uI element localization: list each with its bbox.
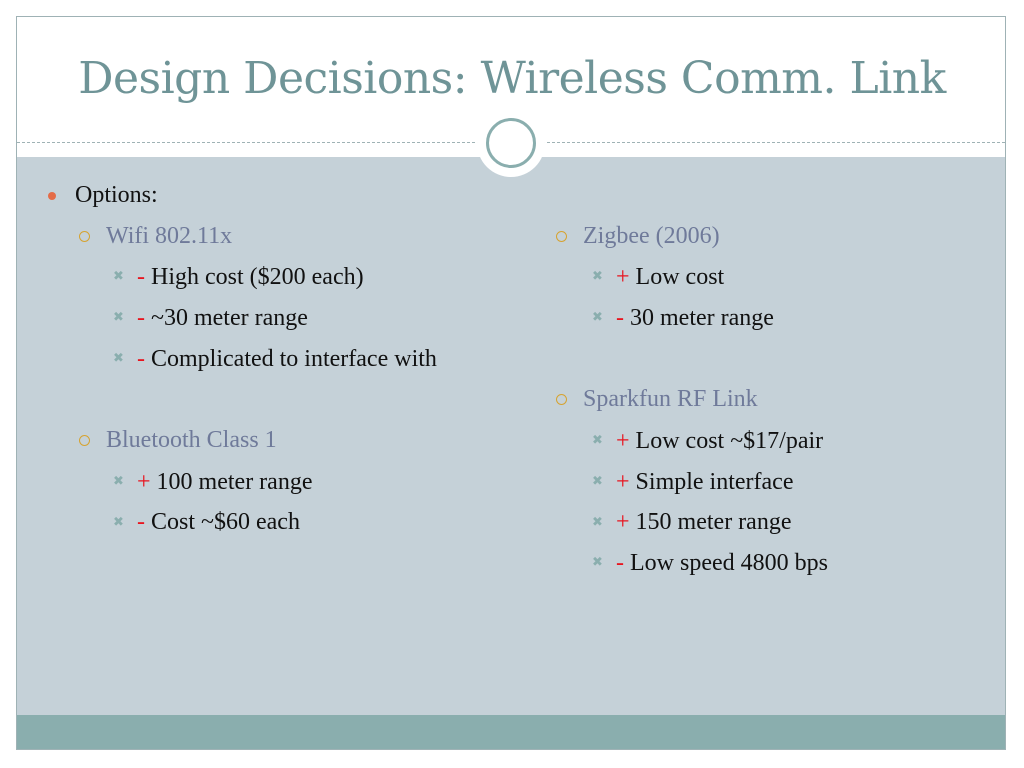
- cross-bullet-icon: ✖: [113, 310, 124, 325]
- option-heading-zigbee: Zigbee (2006): [583, 223, 720, 249]
- slide-title: Design Decisions: Wireless Comm. Link: [78, 53, 946, 104]
- option-heading-sparkfun: Sparkfun RF Link: [583, 386, 758, 412]
- content-area: [17, 157, 1005, 715]
- cross-bullet-icon: ✖: [592, 269, 603, 284]
- cross-bullet-icon: ✖: [592, 474, 603, 489]
- zigbee-point-2: - 30 meter range: [616, 305, 774, 331]
- sparkfun-point-3: + 150 meter range: [616, 509, 792, 535]
- sparkfun-point-4: - Low speed 4800 bps: [616, 550, 828, 576]
- cross-bullet-icon: ✖: [592, 310, 603, 325]
- wifi-point-3: - Complicated to interface with: [137, 346, 437, 372]
- bluetooth-point-2: - Cost ~$60 each: [137, 509, 300, 535]
- option-heading-wifi: Wifi 802.11x: [106, 223, 233, 249]
- bluetooth-point-1: + 100 meter range: [137, 469, 313, 495]
- cross-bullet-icon: ✖: [592, 433, 603, 448]
- cross-bullet-icon: ✖: [113, 351, 124, 366]
- ring-bullet-icon: [556, 231, 567, 242]
- cross-bullet-icon: ✖: [113, 474, 124, 489]
- ring-bullet-icon: [79, 435, 90, 446]
- footer-bar: [17, 715, 1005, 749]
- wifi-point-2: - ~30 meter range: [137, 305, 308, 331]
- cross-bullet-icon: ✖: [113, 269, 124, 284]
- options-label: Options:: [75, 182, 158, 208]
- dot-bullet-icon: [48, 192, 56, 200]
- sparkfun-point-1: + Low cost ~$17/pair: [616, 428, 824, 454]
- zigbee-point-1: + Low cost: [616, 264, 725, 290]
- divider-ring-inner: [486, 118, 536, 168]
- wifi-point-1: - High cost ($200 each): [137, 264, 364, 290]
- option-heading-bluetooth: Bluetooth Class 1: [106, 427, 277, 453]
- cross-bullet-icon: ✖: [592, 555, 603, 570]
- ring-bullet-icon: [79, 231, 90, 242]
- cross-bullet-icon: ✖: [592, 515, 603, 530]
- cross-bullet-icon: ✖: [113, 515, 124, 530]
- ring-bullet-icon: [556, 394, 567, 405]
- sparkfun-point-2: + Simple interface: [616, 469, 794, 495]
